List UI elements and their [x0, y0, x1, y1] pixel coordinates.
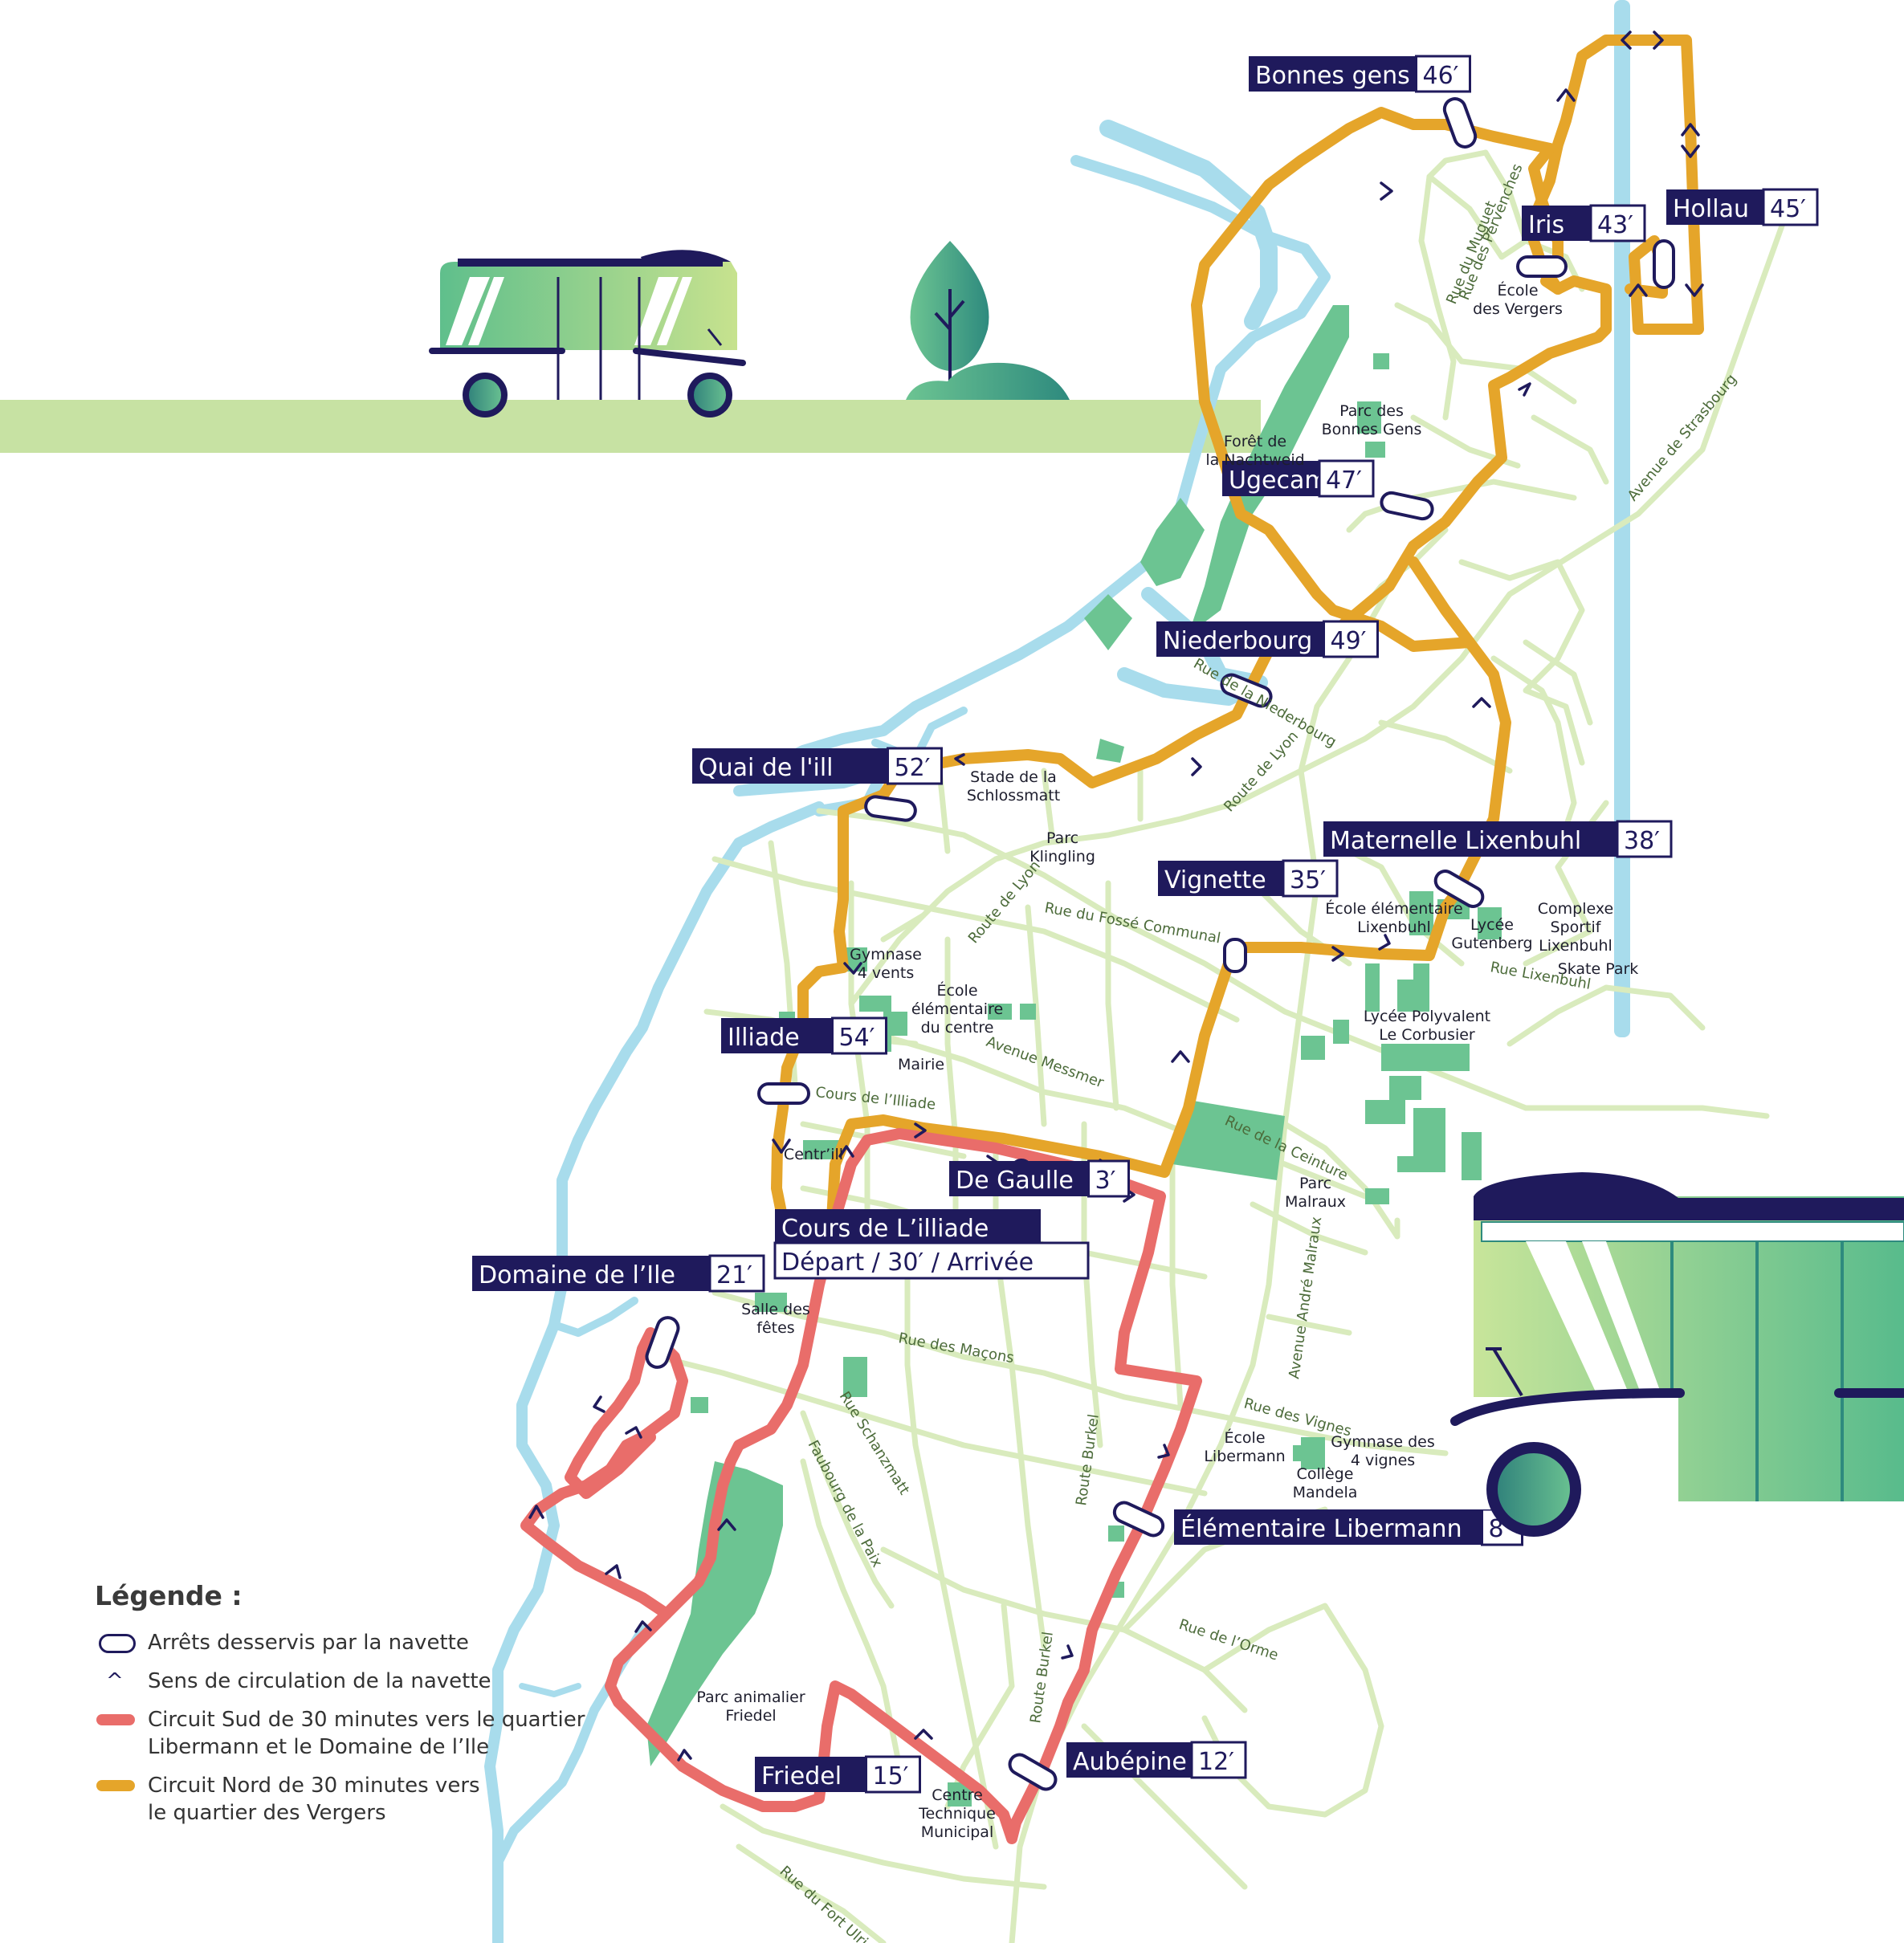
stop-time: 47′	[1326, 466, 1362, 495]
stop-time: 35′	[1290, 866, 1326, 894]
stop-time: 12′	[1198, 1748, 1234, 1776]
south-circuit	[520, 1128, 1202, 1844]
street-route-burkel: Route Burkel	[1073, 1413, 1103, 1507]
legend-text: Arrêts desservis par la navette	[148, 1631, 469, 1655]
street-cours-de-l-illiade: Cours de l’Illiade	[814, 1084, 936, 1114]
stop-label-maternelle-lixenbuhl: Maternelle Lixenbuhl 38′	[1323, 820, 1673, 858]
street-route-burkel: Route Burkel	[1027, 1631, 1057, 1725]
legend-title: Légende :	[95, 1580, 243, 1611]
stop-name: Ugecam	[1229, 466, 1328, 495]
stop-name: Maternelle Lixenbuhl	[1330, 827, 1581, 855]
stop-label-iris: Iris 43′	[1522, 204, 1646, 242]
direction-arrows	[528, 31, 1704, 1762]
place-skate-park: Skate Park	[1558, 960, 1639, 978]
legend-item-north-circuit: Circuit Nord de 30 minutes vers le quart…	[95, 1772, 657, 1827]
stop-name: Iris	[1528, 211, 1564, 239]
stop-label-aubepine: Aubépine 12′	[1066, 1741, 1247, 1779]
stop-time: 54′	[839, 1024, 875, 1052]
chevron-up-icon: ^	[106, 1669, 124, 1693]
stop-name: Bonnes gens	[1255, 62, 1410, 90]
stop-label-hollau: Hollau 45′	[1666, 188, 1819, 226]
tree-illustration	[906, 241, 1070, 400]
small-bus-illustration	[429, 250, 746, 418]
stop-time: 45′	[1770, 195, 1806, 223]
large-bus-illustration	[1450, 1172, 1904, 1537]
stop-name: Quai de l'ill	[699, 754, 834, 782]
stop-label-friedel: Friedel 15′	[755, 1755, 921, 1794]
stop-time: 52′	[895, 754, 931, 782]
legend-item-stop: Arrêts desservis par la navette	[95, 1629, 657, 1656]
departure-label: Départ / 30′ / Arrivée	[781, 1248, 1034, 1277]
street-avenue-messmer: Avenue Messmer	[984, 1033, 1106, 1092]
legend-text: Sens de circulation de la navette	[148, 1669, 491, 1693]
stop-label-quai-de-l-ill: Quai de l'ill 52′	[692, 747, 943, 785]
stop-time: 43′	[1597, 211, 1633, 239]
stop-time: 49′	[1331, 627, 1367, 655]
stop-name: Hollau	[1673, 195, 1749, 223]
stop-time: 46′	[1423, 62, 1459, 90]
north-line-swatch	[96, 1780, 135, 1791]
south-line-swatch	[96, 1714, 135, 1725]
legend: Légende : Arrêts desservis par la navett…	[95, 1580, 657, 1838]
stop-time: 21′	[716, 1261, 752, 1289]
stop-label-bonnes-gens: Bonnes gens 46′	[1249, 55, 1471, 93]
legend-text: Circuit Sud de 30 minutes vers le quarti…	[148, 1708, 585, 1759]
stop-label-vignette: Vignette 35′	[1158, 859, 1339, 898]
legend-item-direction: ^ Sens de circulation de la navette	[95, 1668, 657, 1695]
stop-name: Domaine de l’Ile	[479, 1261, 675, 1289]
street-rue-schanzmatt: Rue Schanzmatt	[836, 1389, 913, 1498]
place-centr-ill: Centr’ill	[784, 1146, 843, 1163]
canal	[1614, 0, 1630, 1037]
stop-name: Aubépine	[1073, 1748, 1187, 1776]
stop-name: Vignette	[1164, 866, 1266, 894]
stop-name: Élémentaire Libermann	[1180, 1514, 1462, 1543]
stop-time: 3′	[1095, 1167, 1116, 1195]
stop-name: Niederbourg	[1163, 627, 1312, 655]
place-mairie: Mairie	[898, 1056, 944, 1073]
stop-name: De Gaulle	[956, 1167, 1074, 1195]
legend-item-south-circuit: Circuit Sud de 30 minutes vers le quarti…	[95, 1706, 657, 1761]
street-route-de-lyon: Route de Lyon	[1221, 727, 1302, 815]
stop-icon	[99, 1634, 136, 1653]
stop-time: 15′	[873, 1762, 909, 1790]
stop-label-de-gaulle: De Gaulle 3′	[949, 1159, 1130, 1198]
legend-text: Circuit Nord de 30 minutes vers le quart…	[148, 1774, 480, 1825]
stop-label-illiade: Illiade 54′	[721, 1016, 887, 1055]
parks	[646, 305, 1502, 1807]
stop-name: Friedel	[761, 1762, 842, 1790]
stop-label-niederbourg: Niederbourg 49′	[1156, 620, 1379, 658]
stop-name: Cours de L’illiade	[781, 1215, 989, 1243]
ground-band	[0, 400, 1261, 453]
street-avenue-de-strasbourg: Avenue de Strasbourg	[1625, 371, 1740, 504]
stop-time: 38′	[1624, 827, 1660, 855]
street-rue-des-macons: Rue des Maçons	[897, 1330, 1015, 1367]
street-avenue-andre-malraux: Avenue André Malraux	[1286, 1216, 1325, 1380]
stop-name: Illiade	[728, 1024, 800, 1052]
stop-label-domaine-de-l-ile: Domaine de l’Ile 21′	[472, 1254, 765, 1293]
